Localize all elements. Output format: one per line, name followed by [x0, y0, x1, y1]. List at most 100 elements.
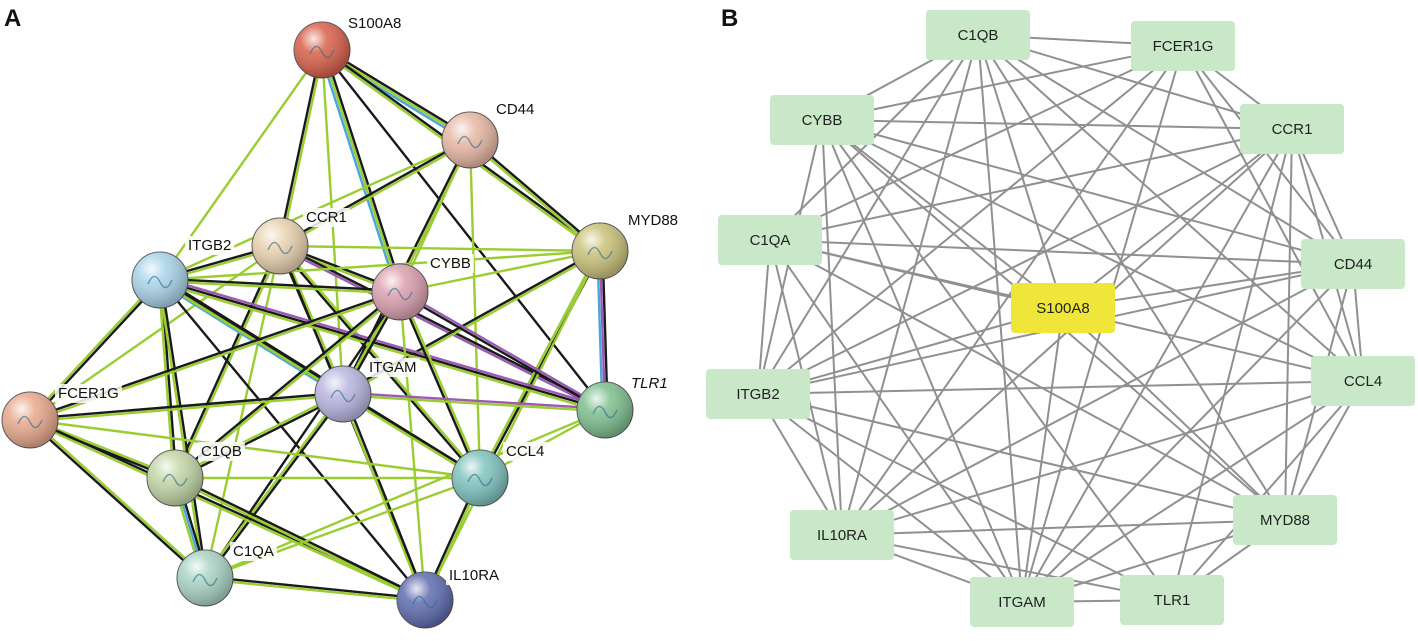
edge-fcer1g-cd44	[1182, 45, 1354, 265]
node-c1qb[interactable]: C1QB	[146, 442, 245, 507]
node-ccl4[interactable]: CCL4	[1311, 356, 1415, 406]
protein-structure-icon	[162, 473, 188, 487]
node-il10ra[interactable]: IL10RA	[790, 510, 894, 560]
edge-c1qb-ccl4	[977, 34, 1364, 382]
edge-itgb2-itgam-blue	[157, 281, 343, 398]
edge-cybb-tlr1	[821, 119, 1173, 601]
node-label-background	[345, 14, 405, 33]
node-box-tlr1[interactable]	[1120, 575, 1224, 625]
node-box-myd88[interactable]	[1233, 495, 1337, 545]
edge-c1qa-itgam	[769, 239, 1023, 603]
node-myd88[interactable]: MYD88	[571, 211, 682, 280]
node-fcer1g[interactable]: FCER1G	[1131, 21, 1235, 71]
node-box-label-myd88: MYD88	[1260, 512, 1310, 529]
node-box-itgb2[interactable]	[706, 369, 810, 419]
protein-structure-icon	[309, 45, 335, 59]
edge-cybb-tlr1-black	[398, 291, 606, 413]
node-cd44[interactable]: CD44	[441, 100, 538, 169]
edge-itgb2-myd88	[757, 393, 1286, 521]
node-tlr1[interactable]: TLR1	[1120, 575, 1224, 625]
edge-c1qb-ccr1	[977, 34, 1293, 130]
node-cybb[interactable]: CYBB	[770, 95, 874, 145]
node-myd88[interactable]: MYD88	[1233, 495, 1337, 545]
edge-itgb2-tlr1-purple	[159, 276, 607, 409]
edge-ccl4-il10ra	[841, 380, 1364, 536]
hub-node-s100a8[interactable]: S100A8	[1011, 283, 1115, 333]
node-itgb2[interactable]: ITGB2	[706, 369, 810, 419]
node-itgam[interactable]: ITGAM	[314, 358, 420, 423]
node-box-label-c1qa: C1QA	[750, 232, 791, 249]
edge-itgam-c1qa-black	[204, 393, 346, 580]
node-box-cd44[interactable]	[1301, 239, 1405, 289]
node-label-ccr1: CCR1	[306, 209, 347, 226]
panel-a-letter: A	[4, 5, 21, 32]
node-box-ccr1[interactable]	[1240, 104, 1344, 154]
edge-s100a8-cybb-blue	[318, 49, 399, 294]
edge-myd88-itgb2-green	[158, 249, 602, 282]
node-box-ccl4[interactable]	[1311, 356, 1415, 406]
node-shine	[572, 223, 628, 279]
edge-cybb-ccr1	[821, 119, 1293, 130]
node-box-c1qa[interactable]	[718, 215, 822, 265]
node-label-tlr1: TLR1	[631, 375, 668, 392]
node-c1qa[interactable]: C1QA	[176, 542, 277, 607]
edge-c1qb-il10ra	[841, 34, 979, 536]
edge-s100a8-c1qb	[977, 34, 1064, 309]
node-shine	[2, 392, 58, 448]
edge-itgb2-il10ra-black	[158, 278, 427, 602]
node-box-label-itgb2: ITGB2	[736, 386, 779, 403]
node-box-label-cd44: CD44	[1334, 256, 1372, 273]
node-c1qb[interactable]: C1QB	[926, 10, 1030, 60]
node-box-il10ra[interactable]	[790, 510, 894, 560]
node-box-itgam[interactable]	[970, 577, 1074, 627]
edge-s100a8-myd88	[1062, 307, 1286, 521]
edge-itgb2-cybb-black	[158, 277, 402, 292]
edge-myd88-cybb-green	[398, 249, 602, 294]
node-ccr1[interactable]: CCR1	[1240, 104, 1344, 154]
node-c1qa[interactable]: C1QA	[718, 215, 822, 265]
node-tlr1[interactable]: TLR1	[576, 374, 671, 439]
edge-ccr1-c1qa-green	[203, 244, 282, 580]
node-label-background	[185, 236, 235, 255]
node-s100a8[interactable]: S100A8	[293, 14, 405, 79]
edge-cybb-ccl4-green	[399, 290, 483, 479]
node-shine	[372, 264, 428, 320]
node-box-c1qb[interactable]	[926, 10, 1030, 60]
panel-b-letter: B	[721, 5, 738, 32]
edge-ccl4-tlr1	[1171, 380, 1364, 601]
node-box-label-ccl4: CCL4	[1344, 373, 1382, 390]
node-itgb2[interactable]: ITGB2	[131, 236, 235, 309]
edge-fcer1g-cybb	[821, 45, 1184, 121]
node-label-ccl4: CCL4	[506, 443, 544, 460]
node-box-s100a8[interactable]	[1011, 283, 1115, 333]
node-ccr1[interactable]: CCR1	[251, 208, 350, 275]
node-cd44[interactable]: CD44	[1301, 239, 1405, 289]
edge-ccr1-c1qa	[769, 128, 1293, 241]
edge-c1qa-myd88	[769, 239, 1286, 521]
edge-fcer1g-c1qa-green	[29, 417, 208, 579]
node-fcer1g[interactable]: FCER1G	[1, 384, 122, 449]
node-cybb[interactable]: CYBB	[371, 254, 474, 321]
protein-structure-icon	[147, 275, 173, 289]
edge-cybb-tlr1-purple	[399, 289, 607, 411]
edge-fcer1g-itgb2	[757, 45, 1184, 395]
node-box-fcer1g[interactable]	[1131, 21, 1235, 71]
edge-itgam-tlr1-green	[341, 394, 607, 413]
node-itgam[interactable]: ITGAM	[970, 577, 1074, 627]
edge-cd44-myd88-green	[467, 139, 601, 254]
edge-s100a8-cybb-black	[323, 48, 404, 293]
node-box-cybb[interactable]	[770, 95, 874, 145]
node-box-label-ccr1: CCR1	[1272, 121, 1313, 138]
edge-itgb2-ccl4	[757, 380, 1364, 395]
edge-s100a8-ccr1-green	[280, 49, 325, 248]
node-label-background	[628, 374, 671, 393]
edge-cd44-ccr1-green	[279, 139, 472, 249]
node-il10ra[interactable]: IL10RA	[396, 566, 503, 629]
edge-c1qa-itgb2	[757, 239, 771, 395]
node-ccl4[interactable]: CCL4	[451, 442, 548, 507]
node-box-label-c1qb: C1QB	[958, 27, 999, 44]
edge-itgb2-c1qb-green	[157, 278, 175, 480]
node-label-s100a8: S100A8	[348, 15, 401, 32]
